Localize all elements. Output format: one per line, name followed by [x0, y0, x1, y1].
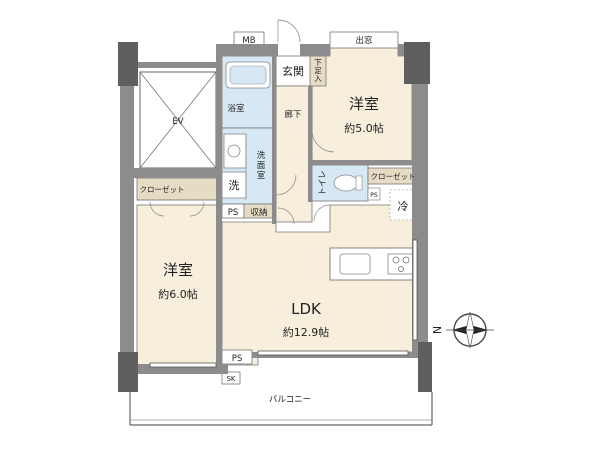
toilet-bowl	[333, 174, 359, 192]
wall-corners	[118, 42, 432, 392]
ldk-area: 約12.9帖	[283, 325, 330, 339]
compass: N	[431, 311, 494, 349]
kitchen-counter	[329, 247, 419, 281]
washer-label: 洗	[229, 179, 240, 192]
washroom-label-3: 室	[257, 170, 266, 181]
bathroom-label: 浴室	[227, 103, 245, 114]
refrigerator-space	[389, 189, 417, 221]
closet-left-label: クローゼット	[140, 184, 185, 194]
western-room-2-name: 洋室	[163, 261, 193, 279]
demado-label: 出窓	[355, 35, 373, 46]
sk-box	[221, 371, 241, 385]
ev-shaft	[139, 71, 217, 169]
toilet-label: トイレ	[318, 170, 328, 196]
shitabako-label-1: 下	[314, 58, 322, 67]
door-swings	[149, 19, 335, 225]
demado-box	[329, 31, 399, 49]
corridor-label: 廊下	[284, 109, 302, 120]
refrigerator-label: 冷	[398, 200, 409, 213]
washroom-label-2: 面	[257, 161, 266, 171]
genkan-label: 玄関	[282, 64, 304, 78]
compass-north-label: N	[431, 326, 444, 334]
shitabako-label-2: 足	[314, 66, 322, 75]
washroom-label-1: 洗	[257, 150, 266, 161]
balcony-area	[129, 392, 433, 426]
ps-small-label: PS	[370, 192, 378, 199]
ps-lower-label: PS	[232, 354, 243, 364]
ps-small-box	[367, 187, 381, 201]
kitchen-sink	[339, 253, 371, 275]
ldk-room	[221, 204, 419, 366]
corridor-floor	[275, 85, 313, 223]
western-room-2-area: 約6.0帖	[158, 287, 198, 301]
balcony-label: バルコニー	[269, 395, 311, 405]
mb-label: MB	[242, 36, 255, 46]
storage-label: 収納	[250, 207, 267, 218]
western-room-1-area: 約5.0帖	[344, 121, 384, 135]
ldk-name: LDK	[291, 300, 322, 318]
windows	[149, 239, 418, 368]
ev-label: EV	[172, 117, 183, 127]
ps-upper-label: PS	[228, 208, 239, 218]
western-room-1-name: 洋室	[349, 95, 379, 113]
sk-label: SK	[226, 375, 235, 383]
closet-right-label: クローゼット	[371, 171, 416, 181]
western-room-2	[136, 204, 220, 366]
shitabako-label-3: 入	[314, 74, 322, 83]
cooktop	[387, 253, 415, 275]
